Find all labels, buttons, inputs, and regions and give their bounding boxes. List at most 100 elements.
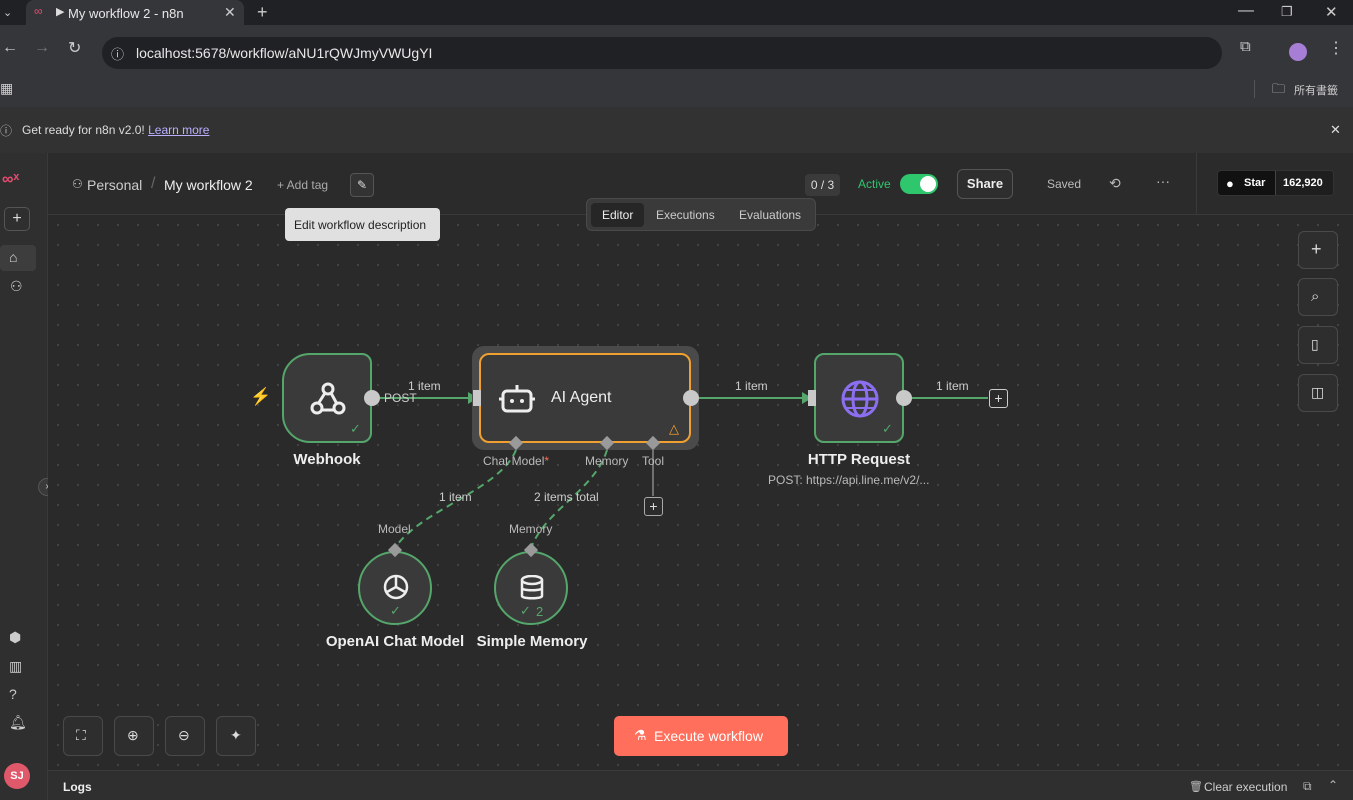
simple-memory-node[interactable]: ✓ 2 — [494, 551, 568, 625]
popout-icon[interactable]: ⧉ — [1303, 779, 1312, 793]
http-request-node[interactable]: ✓ — [814, 353, 904, 443]
share-button[interactable]: Share — [957, 169, 1013, 199]
github-star-button[interactable]: ● Star 162,920 — [1217, 170, 1334, 196]
tooltip: Edit workflow description — [285, 208, 440, 241]
clear-execution-button[interactable]: Clear execution — [1204, 780, 1288, 794]
edge-label: 1 item — [936, 379, 969, 393]
tooltip-text: Edit workflow description — [294, 218, 427, 232]
webhook-node[interactable]: ✓ — [282, 353, 372, 443]
openai-chat-model-node[interactable]: ✓ — [358, 551, 432, 625]
fit-view-button[interactable]: ⛶ — [63, 716, 103, 756]
create-button[interactable]: + — [4, 207, 30, 231]
folder-icon: 🗀 — [1272, 81, 1286, 96]
forward-icon[interactable]: → — [34, 39, 50, 56]
browser-menu-icon[interactable]: ⋮ — [1328, 40, 1344, 57]
add-tag-button[interactable]: + Add tag — [277, 178, 329, 192]
user-icon[interactable]: ⚇ — [10, 278, 23, 294]
bookmarks-bar: ▦ 🗀 所有書籤 — [0, 72, 1353, 107]
edge-label: 1 item — [439, 490, 472, 504]
tab-evaluations[interactable]: Evaluations — [739, 208, 802, 222]
active-toggle[interactable] — [900, 174, 938, 194]
tab-editor[interactable]: Editor — [591, 203, 644, 227]
tool-port-label: Tool — [642, 454, 665, 468]
divider — [1196, 153, 1197, 214]
toggle-panel-button[interactable]: ◫ — [1298, 374, 1338, 412]
project-breadcrumb[interactable]: Personal — [87, 177, 143, 193]
more-options-icon[interactable]: ··· — [1156, 173, 1170, 189]
chevron-up-icon[interactable]: ⌃ — [1328, 778, 1339, 792]
agent-input-port[interactable] — [473, 390, 481, 406]
tab-list-icon[interactable]: ⌄ — [3, 7, 13, 19]
agent-output-port[interactable] — [683, 390, 699, 406]
help-icon[interactable]: ? — [9, 686, 17, 702]
logs-panel-bar[interactable]: Logs 🗑︎ Clear execution ⧉ ⌃ — [48, 770, 1353, 800]
tidy-up-button[interactable]: ✦ — [216, 716, 256, 756]
edit-description-button[interactable]: ✎ — [350, 173, 374, 197]
history-icon[interactable]: ⟲ — [1109, 175, 1121, 191]
info-icon: ⓘ — [0, 124, 13, 138]
close-window-icon[interactable]: ✕ — [1325, 4, 1338, 21]
minimize-icon[interactable]: — — [1238, 2, 1254, 19]
avatar[interactable]: SJ — [4, 763, 30, 789]
success-check-icon: ✓ — [350, 421, 361, 436]
workflow-name[interactable]: My workflow 2 — [164, 177, 253, 193]
play-icon: ▶ — [56, 6, 65, 18]
robot-icon — [499, 385, 535, 413]
http-input-port[interactable] — [808, 390, 816, 406]
http-output-port[interactable] — [896, 390, 912, 406]
tab-title: My workflow 2 - n8n — [68, 6, 184, 21]
person-icon: ⚇ — [72, 177, 83, 191]
learn-more-link[interactable]: Learn more — [148, 123, 210, 137]
logs-label: Logs — [63, 780, 92, 794]
add-node-panel-button[interactable]: + — [1298, 231, 1338, 269]
github-star-count: 162,920 — [1283, 177, 1323, 189]
reload-icon[interactable]: ↻ — [68, 40, 82, 57]
browser-tab[interactable]: ∞ ▶ My workflow 2 - n8n ✕ — [26, 0, 244, 25]
sticky-note-button[interactable]: ▯ — [1298, 326, 1338, 364]
app-sidebar: ∞ˣ + ⌂ ⚇ › ⬢ ▥ ? 🔔︎ SJ — [0, 153, 56, 800]
extensions-icon[interactable]: ⧉ — [1240, 38, 1251, 55]
openai-icon — [383, 574, 409, 600]
github-icon: ● — [1226, 176, 1234, 191]
add-node-button[interactable]: + — [989, 389, 1008, 408]
templates-icon[interactable]: ⬢ — [9, 629, 22, 645]
n8n-logo-icon[interactable]: ∞ˣ — [2, 171, 20, 188]
add-tool-button[interactable]: + — [644, 497, 663, 516]
profile-avatar[interactable] — [1289, 43, 1307, 61]
memory-port-label: Memory — [585, 454, 629, 468]
url-text[interactable]: localhost:5678/workflow/aNU1rQWJmyVWUgYI — [136, 45, 433, 61]
execute-workflow-button[interactable]: ⚗ Execute workflow — [614, 716, 788, 756]
view-tabs: Editor Executions Evaluations — [586, 198, 816, 231]
apps-grid-icon[interactable]: ▦ — [0, 80, 14, 96]
zoom-out-button[interactable]: ⊖ — [165, 716, 205, 756]
new-tab-icon[interactable]: + — [257, 2, 268, 22]
edge-model — [394, 449, 517, 549]
success-check-icon: ✓ — [882, 421, 893, 436]
edge-label: 1 item — [735, 379, 768, 393]
execute-label: Execute workflow — [654, 728, 763, 744]
flask-icon: ⚗ — [634, 727, 647, 743]
chat-model-port-label: Chat Model* — [483, 454, 550, 468]
insights-icon[interactable]: ▥ — [9, 658, 23, 674]
breadcrumb-separator: / — [151, 175, 156, 192]
close-tab-icon[interactable]: ✕ — [224, 4, 236, 20]
ai-agent-node[interactable]: AI Agent △ — [479, 353, 691, 443]
search-button[interactable]: ⌕ — [1298, 278, 1338, 316]
workflow-canvas[interactable] — [48, 215, 1353, 770]
all-bookmarks-label[interactable]: 所有書籤 — [1294, 85, 1338, 97]
close-banner-icon[interactable]: ✕ — [1330, 122, 1341, 137]
address-bar[interactable]: ⓘ localhost:5678/workflow/aNU1rQWJmyVWUg… — [102, 37, 1222, 69]
site-info-icon[interactable]: ⓘ — [111, 47, 125, 62]
zoom-in-button[interactable]: ⊕ — [114, 716, 154, 756]
plus-icon: + — [1311, 239, 1322, 259]
zoom-out-icon: ⊖ — [178, 727, 190, 743]
edge-memory — [530, 449, 608, 549]
restore-icon[interactable]: ❐ — [1281, 4, 1293, 19]
notifications-bell-icon[interactable]: 🔔︎ — [9, 714, 27, 730]
back-icon[interactable]: ← — [2, 39, 18, 56]
webhook-output-port[interactable] — [364, 390, 380, 406]
tab-executions[interactable]: Executions — [656, 208, 715, 222]
zoom-in-icon: ⊕ — [127, 727, 139, 743]
sidebar-item-home[interactable]: ⌂ — [0, 245, 36, 271]
